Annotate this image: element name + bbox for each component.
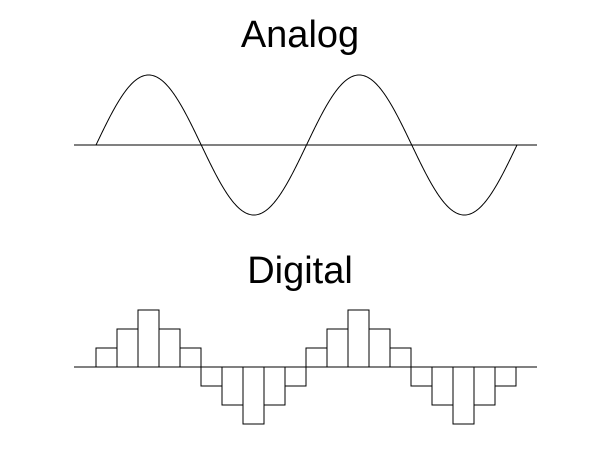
digital-step-bar [410, 366, 433, 387]
analog-title: Analog [240, 14, 360, 56]
digital-step-bar [200, 366, 223, 387]
digital-title: Digital [247, 250, 353, 292]
digital-step-bar [452, 366, 475, 425]
digital-step-bar [326, 328, 349, 368]
digital-step-bar [473, 366, 496, 406]
digital-step-bar [494, 366, 517, 387]
digital-step-bar [158, 328, 181, 368]
digital-step-bar [95, 347, 118, 368]
digital-step-bar [389, 347, 412, 368]
digital-step-bar [431, 366, 454, 406]
digital-step-bars [95, 309, 517, 425]
digital-step-bar [347, 309, 370, 368]
digital-step-bar [221, 366, 244, 406]
digital-step-bar [179, 347, 202, 368]
digital-step-bar [137, 309, 160, 368]
digital-step-bar [305, 347, 328, 368]
digital-step-bar [242, 366, 265, 425]
digital-step-bar [284, 366, 307, 387]
analog-sine-wave [95, 74, 518, 216]
digital-step-bar [368, 328, 391, 368]
digital-step-bar [263, 366, 286, 406]
digital-step-bar [116, 328, 139, 368]
